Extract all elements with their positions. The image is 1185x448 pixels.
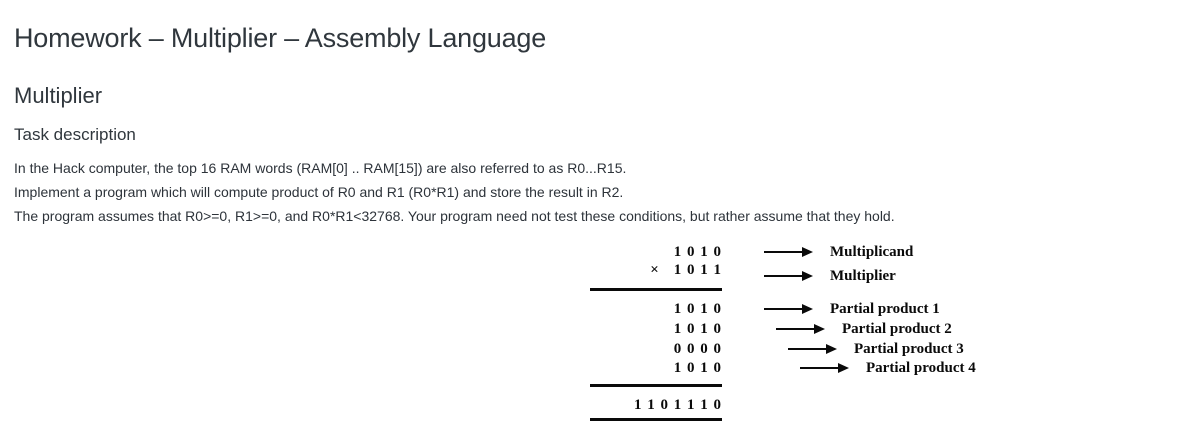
multiplicand-row: 1 0 1 0 Multiplicand [589, 244, 989, 260]
paragraph-line: In the Hack computer, the top 16 RAM wor… [14, 160, 627, 177]
multiplier-row: × 1 0 1 1 Multiplier [589, 262, 989, 284]
binary-multiplication-diagram: 1 0 1 0 Multiplicand × 1 0 1 1 Multiplier… [589, 240, 989, 432]
multiplication-rule-line [590, 288, 722, 291]
page-title: Homework – Multiplier – Assembly Languag… [14, 23, 547, 53]
right-arrow-icon [764, 304, 813, 314]
partial-product-row: 1 0 1 0 Partial product 1 [589, 301, 989, 317]
bottom-rule-line [590, 418, 722, 421]
partial-product-row: 1 0 1 0 Partial product 2 [589, 321, 989, 337]
paragraph-line: The program assumes that R0>=0, R1>=0, a… [14, 208, 895, 225]
subsection-heading-task-description: Task description [14, 124, 136, 144]
right-arrow-icon [764, 271, 813, 281]
partial-product-2-label: Partial product 2 [842, 320, 952, 337]
partial-product-4-bits: 1 0 1 0 [673, 359, 722, 376]
multiplier-bits: × 1 0 1 1 [589, 262, 744, 279]
right-arrow-icon [776, 324, 825, 334]
right-arrow-icon [764, 247, 813, 257]
multiplier-digits: 1 0 1 1 [673, 261, 722, 278]
partial-product-row: 0 0 0 0 Partial product 3 [589, 341, 989, 357]
document-body: Homework – Multiplier – Assembly Languag… [14, 23, 1169, 228]
result-row: 1 1 0 1 1 1 0 [589, 397, 989, 413]
sum-rule-line [590, 384, 722, 387]
multiply-sign: × [650, 261, 660, 278]
product-result-bits: 1 1 0 1 1 1 0 [634, 396, 722, 413]
multiplier-label: Multiplier [830, 267, 896, 284]
partial-product-1-label: Partial product 1 [830, 300, 940, 317]
partial-product-row: 1 0 1 0 Partial product 4 [589, 360, 989, 376]
partial-product-1-bits: 1 0 1 0 [673, 300, 722, 317]
paragraph-line: Implement a program which will compute p… [14, 184, 624, 201]
partial-product-3-bits: 0 0 0 0 [673, 340, 722, 357]
multiplicand-label: Multiplicand [830, 243, 914, 260]
partial-product-2-bits: 1 0 1 0 [673, 320, 722, 337]
task-description-paragraph: In the Hack computer, the top 16 RAM wor… [14, 156, 1169, 228]
right-arrow-icon [788, 344, 837, 354]
section-heading-multiplier: Multiplier [14, 83, 103, 109]
right-arrow-icon [800, 363, 849, 373]
multiplicand-bits: 1 0 1 0 [673, 243, 722, 260]
partial-product-3-label: Partial product 3 [854, 340, 964, 357]
partial-product-4-label: Partial product 4 [866, 359, 976, 376]
